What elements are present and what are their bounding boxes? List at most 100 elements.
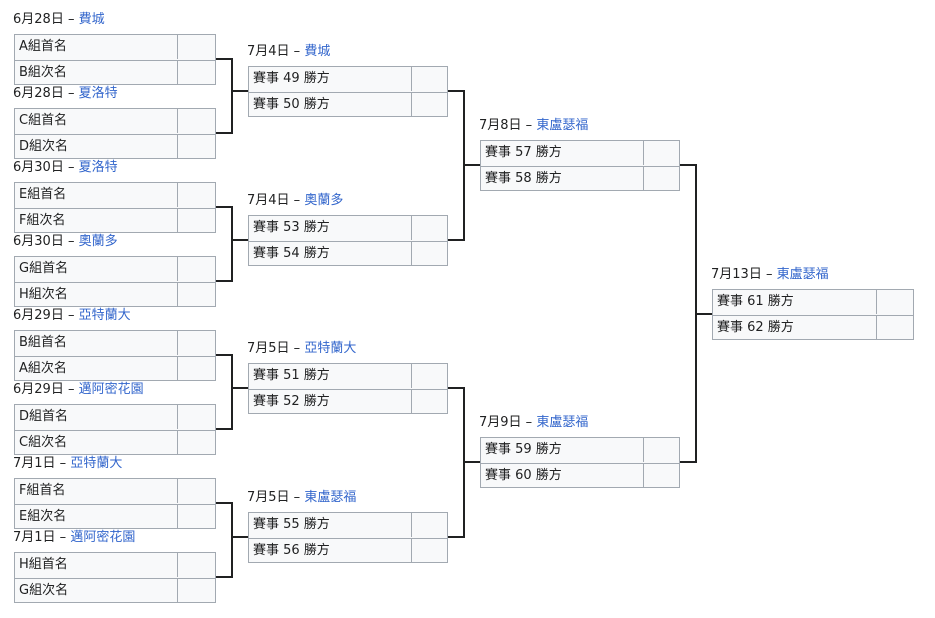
team-score [178, 505, 215, 529]
match-header: 6月29日 – 亞特蘭大 [13, 308, 131, 324]
team-name: 賽事 54 勝方 [249, 242, 412, 266]
team-name: G組首名 [15, 257, 178, 281]
team-name: 賽事 62 勝方 [713, 316, 877, 340]
match-header: 7月5日 – 亞特蘭大 [247, 341, 356, 357]
venue-link[interactable]: 東盧瑟福 [304, 490, 357, 505]
team-name: 賽事 51 勝方 [249, 364, 412, 388]
team-score [178, 479, 215, 503]
team-score [178, 257, 215, 281]
match-header: 6月30日 – 夏洛特 [13, 160, 118, 176]
match-header: 6月29日 – 邁阿密花園 [13, 382, 144, 398]
team-name: 賽事 60 勝方 [481, 464, 644, 488]
match-date: 7月1日 [13, 456, 56, 471]
team-score [178, 579, 215, 603]
match-box: 賽事 59 勝方賽事 60 勝方 [480, 437, 680, 488]
team-row: 賽事 54 勝方 [249, 241, 447, 266]
match-header: 7月1日 – 亞特蘭大 [13, 456, 122, 472]
date-venue-separator: – [55, 530, 71, 545]
date-venue-separator: – [289, 490, 305, 505]
team-name: E組首名 [15, 183, 178, 207]
team-row: C組首名 [15, 109, 215, 133]
match-header: 7月9日 – 東盧瑟福 [479, 415, 588, 431]
team-name: 賽事 59 勝方 [481, 438, 644, 462]
venue-link[interactable]: 奧蘭多 [304, 193, 344, 208]
team-row: 賽事 62 勝方 [713, 315, 913, 340]
team-score [178, 405, 215, 429]
venue-link[interactable]: 費城 [304, 44, 331, 59]
connector-line [448, 387, 464, 389]
team-row: A組次名 [15, 356, 215, 381]
match-box: 賽事 53 勝方賽事 54 勝方 [248, 215, 448, 266]
team-score [178, 135, 215, 159]
team-name: A組首名 [15, 35, 178, 59]
team-row: H組次名 [15, 282, 215, 307]
match-box: 賽事 57 勝方賽事 58 勝方 [480, 140, 680, 191]
team-score [178, 431, 215, 455]
connector-line [231, 206, 233, 282]
match-date: 6月28日 [13, 86, 64, 101]
team-score [412, 513, 447, 537]
match-header: 7月1日 – 邁阿密花園 [13, 530, 135, 546]
team-row: 賽事 52 勝方 [249, 389, 447, 414]
match-header: 6月28日 – 夏洛特 [13, 86, 118, 102]
team-row: 賽事 55 勝方 [249, 513, 447, 537]
team-score [178, 35, 215, 59]
connector-line [464, 164, 480, 166]
connector-line [231, 502, 233, 578]
venue-link[interactable]: 亞特蘭大 [70, 456, 123, 471]
team-score [644, 464, 679, 488]
team-name: A組次名 [15, 357, 178, 381]
team-row: 賽事 58 勝方 [481, 166, 679, 191]
match-header: 7月8日 – 東盧瑟福 [479, 118, 588, 134]
venue-link[interactable]: 東盧瑟福 [536, 415, 589, 430]
venue-link[interactable]: 亞特蘭大 [78, 308, 131, 323]
team-row: 賽事 53 勝方 [249, 216, 447, 240]
match-date: 7月8日 [479, 118, 522, 133]
team-score [178, 61, 215, 85]
team-name: D組次名 [15, 135, 178, 159]
date-venue-separator: – [63, 308, 79, 323]
venue-link[interactable]: 東盧瑟福 [536, 118, 589, 133]
team-score [412, 242, 447, 266]
venue-link[interactable]: 邁阿密花園 [70, 530, 136, 545]
venue-link[interactable]: 費城 [78, 12, 105, 27]
date-venue-separator: – [761, 267, 777, 282]
connector-line [232, 536, 248, 538]
connector-line [680, 164, 696, 166]
match-header: 6月30日 – 奧蘭多 [13, 234, 118, 250]
team-name: 賽事 57 勝方 [481, 141, 644, 165]
team-row: B組次名 [15, 60, 215, 85]
match-header: 7月5日 – 東盧瑟福 [247, 490, 356, 506]
team-score [178, 209, 215, 233]
team-score [412, 364, 447, 388]
team-row: C組次名 [15, 430, 215, 455]
match-box: 賽事 55 勝方賽事 56 勝方 [248, 512, 448, 563]
date-venue-separator: – [63, 234, 79, 249]
match-date: 7月1日 [13, 530, 56, 545]
venue-link[interactable]: 東盧瑟福 [776, 267, 829, 282]
connector-line [232, 90, 248, 92]
venue-link[interactable]: 邁阿密花園 [78, 382, 144, 397]
connector-line [216, 280, 232, 282]
team-score [644, 438, 679, 462]
match-box: 賽事 49 勝方賽事 50 勝方 [248, 66, 448, 117]
team-name: B組首名 [15, 331, 178, 355]
team-score [644, 141, 679, 165]
venue-link[interactable]: 夏洛特 [78, 86, 118, 101]
team-name: H組次名 [15, 283, 178, 307]
date-venue-separator: – [63, 86, 79, 101]
connector-line [680, 461, 696, 463]
date-venue-separator: – [289, 44, 305, 59]
match-box: 賽事 51 勝方賽事 52 勝方 [248, 363, 448, 414]
venue-link[interactable]: 亞特蘭大 [304, 341, 357, 356]
venue-link[interactable]: 夏洛特 [78, 160, 118, 175]
team-name: 賽事 55 勝方 [249, 513, 412, 537]
match-date: 7月5日 [247, 341, 290, 356]
team-row: D組首名 [15, 405, 215, 429]
match-date: 7月5日 [247, 490, 290, 505]
venue-link[interactable]: 奧蘭多 [78, 234, 118, 249]
